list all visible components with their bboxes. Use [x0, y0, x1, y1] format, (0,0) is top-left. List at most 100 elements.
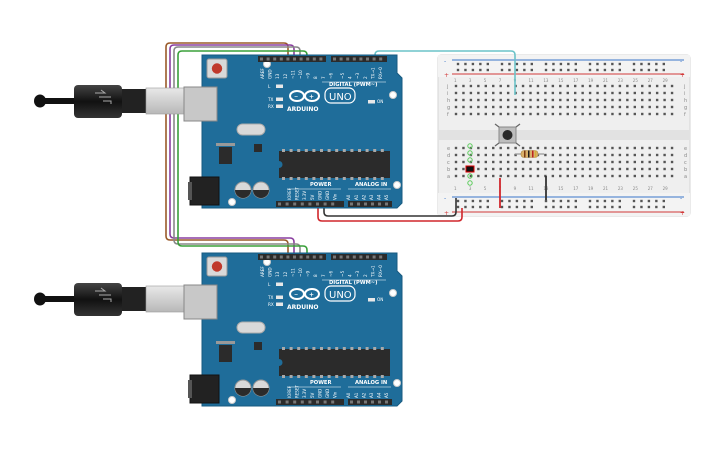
rail-hole[interactable] — [523, 68, 526, 72]
wire-black-ground[interactable] — [323, 198, 457, 217]
breadboard-hole[interactable] — [641, 153, 644, 157]
breadboard-hole[interactable] — [655, 146, 659, 150]
header-pin[interactable] — [371, 400, 374, 404]
rail-hole[interactable] — [603, 199, 607, 203]
rail-hole[interactable] — [456, 199, 460, 203]
breadboard-hole[interactable] — [581, 146, 584, 150]
breadboard-hole[interactable] — [581, 160, 584, 164]
breadboard-hole[interactable] — [469, 84, 473, 88]
header-pin[interactable] — [357, 202, 360, 206]
breadboard-hole[interactable] — [611, 167, 614, 171]
breadboard-hole[interactable] — [454, 146, 458, 150]
breadboard-hole[interactable] — [641, 167, 644, 171]
rail-hole[interactable] — [464, 205, 467, 209]
breadboard-hole[interactable] — [462, 98, 465, 102]
selected-hole-marker[interactable] — [465, 165, 475, 173]
header-pin[interactable] — [306, 255, 310, 259]
breadboard-hole[interactable] — [655, 174, 659, 178]
breadboard-hole[interactable] — [566, 105, 569, 109]
rail-hole[interactable] — [471, 62, 475, 66]
breadboard-hole[interactable] — [499, 160, 502, 164]
analog-header[interactable] — [348, 399, 392, 405]
header-pin[interactable] — [350, 202, 353, 206]
breadboard-hole[interactable] — [611, 84, 614, 88]
rail-hole[interactable] — [647, 62, 651, 66]
breadboard-hole[interactable] — [633, 91, 636, 95]
header-pin[interactable] — [359, 255, 363, 259]
breadboard-hole[interactable] — [641, 146, 644, 150]
breadboard-hole[interactable] — [611, 146, 614, 150]
header-pin[interactable] — [308, 202, 312, 206]
breadboard-hole[interactable] — [454, 167, 458, 171]
breadboard-hole[interactable] — [536, 91, 540, 95]
breadboard-hole[interactable] — [641, 98, 644, 102]
breadboard-hole[interactable] — [506, 105, 510, 109]
wire-brown[interactable] — [165, 42, 289, 257]
breadboard-hole[interactable] — [611, 105, 614, 109]
breadboard-hole[interactable] — [529, 167, 532, 171]
rail-hole[interactable] — [523, 62, 526, 66]
breadboard-hole[interactable] — [611, 91, 614, 95]
header-pin[interactable] — [260, 57, 263, 61]
rail-hole[interactable] — [618, 205, 621, 209]
breadboard-hole[interactable] — [484, 174, 487, 178]
breadboard-hole[interactable] — [574, 153, 577, 157]
breadboard-hole[interactable] — [521, 98, 525, 102]
breadboard-hole[interactable] — [484, 146, 487, 150]
breadboard-hole[interactable] — [648, 105, 651, 109]
breadboard-hole[interactable] — [618, 153, 622, 157]
header-pin[interactable] — [278, 400, 281, 404]
header-pin[interactable] — [308, 400, 312, 404]
rail-hole[interactable] — [479, 205, 482, 209]
header-pin[interactable] — [331, 202, 335, 206]
breadboard-hole[interactable] — [581, 91, 584, 95]
breadboard-hole[interactable] — [559, 91, 562, 95]
breadboard-hole[interactable] — [477, 174, 480, 178]
rail-hole[interactable] — [574, 68, 577, 72]
breadboard-hole[interactable] — [536, 105, 540, 109]
breadboard-hole[interactable] — [484, 98, 487, 102]
header-pin[interactable] — [286, 255, 290, 259]
breadboard-hole[interactable] — [618, 91, 622, 95]
breadboard-hole[interactable] — [469, 174, 473, 178]
breadboard-hole[interactable] — [506, 167, 510, 171]
header-pin[interactable] — [312, 57, 316, 61]
rail-hole[interactable] — [662, 62, 665, 66]
header-pin[interactable] — [366, 57, 369, 61]
power-jack[interactable] — [189, 374, 220, 404]
breadboard-hole[interactable] — [454, 153, 458, 157]
header-pin[interactable] — [385, 400, 388, 404]
breadboard-hole[interactable] — [477, 98, 480, 102]
breadboard-hole[interactable] — [626, 98, 629, 102]
resistor[interactable] — [515, 150, 544, 158]
breadboard-hole[interactable] — [648, 160, 651, 164]
breadboard-hole[interactable] — [603, 160, 607, 164]
breadboard-hole[interactable] — [477, 105, 480, 109]
breadboard-hole[interactable] — [663, 84, 666, 88]
breadboard-hole[interactable] — [454, 160, 458, 164]
header-pin[interactable] — [379, 255, 383, 259]
breadboard-hole[interactable] — [663, 174, 666, 178]
breadboard-hole[interactable] — [454, 112, 458, 116]
atmega-chip[interactable] — [279, 349, 390, 376]
rail-hole[interactable] — [530, 205, 533, 209]
rail-hole[interactable] — [611, 68, 614, 72]
breadboard-hole[interactable] — [514, 160, 517, 164]
breadboard-hole[interactable] — [484, 91, 487, 95]
rail-hole[interactable] — [508, 62, 511, 66]
breadboard-hole[interactable] — [648, 84, 651, 88]
rail-hole[interactable] — [574, 62, 577, 66]
breadboard-hole[interactable] — [544, 112, 547, 116]
header-pin[interactable] — [346, 57, 350, 61]
breadboard-hole[interactable] — [506, 84, 510, 88]
breadboard-hole[interactable] — [581, 84, 584, 88]
breadboard-holes[interactable] — [454, 62, 674, 209]
breadboard-hole[interactable] — [611, 112, 614, 116]
rail-hole[interactable] — [479, 62, 482, 66]
rail-hole[interactable] — [500, 205, 504, 209]
breadboard-hole[interactable] — [581, 174, 584, 178]
rail-hole[interactable] — [486, 199, 489, 203]
breadboard-hole[interactable] — [499, 174, 502, 178]
header-pin[interactable] — [273, 57, 277, 61]
breadboard-hole[interactable] — [506, 98, 510, 102]
